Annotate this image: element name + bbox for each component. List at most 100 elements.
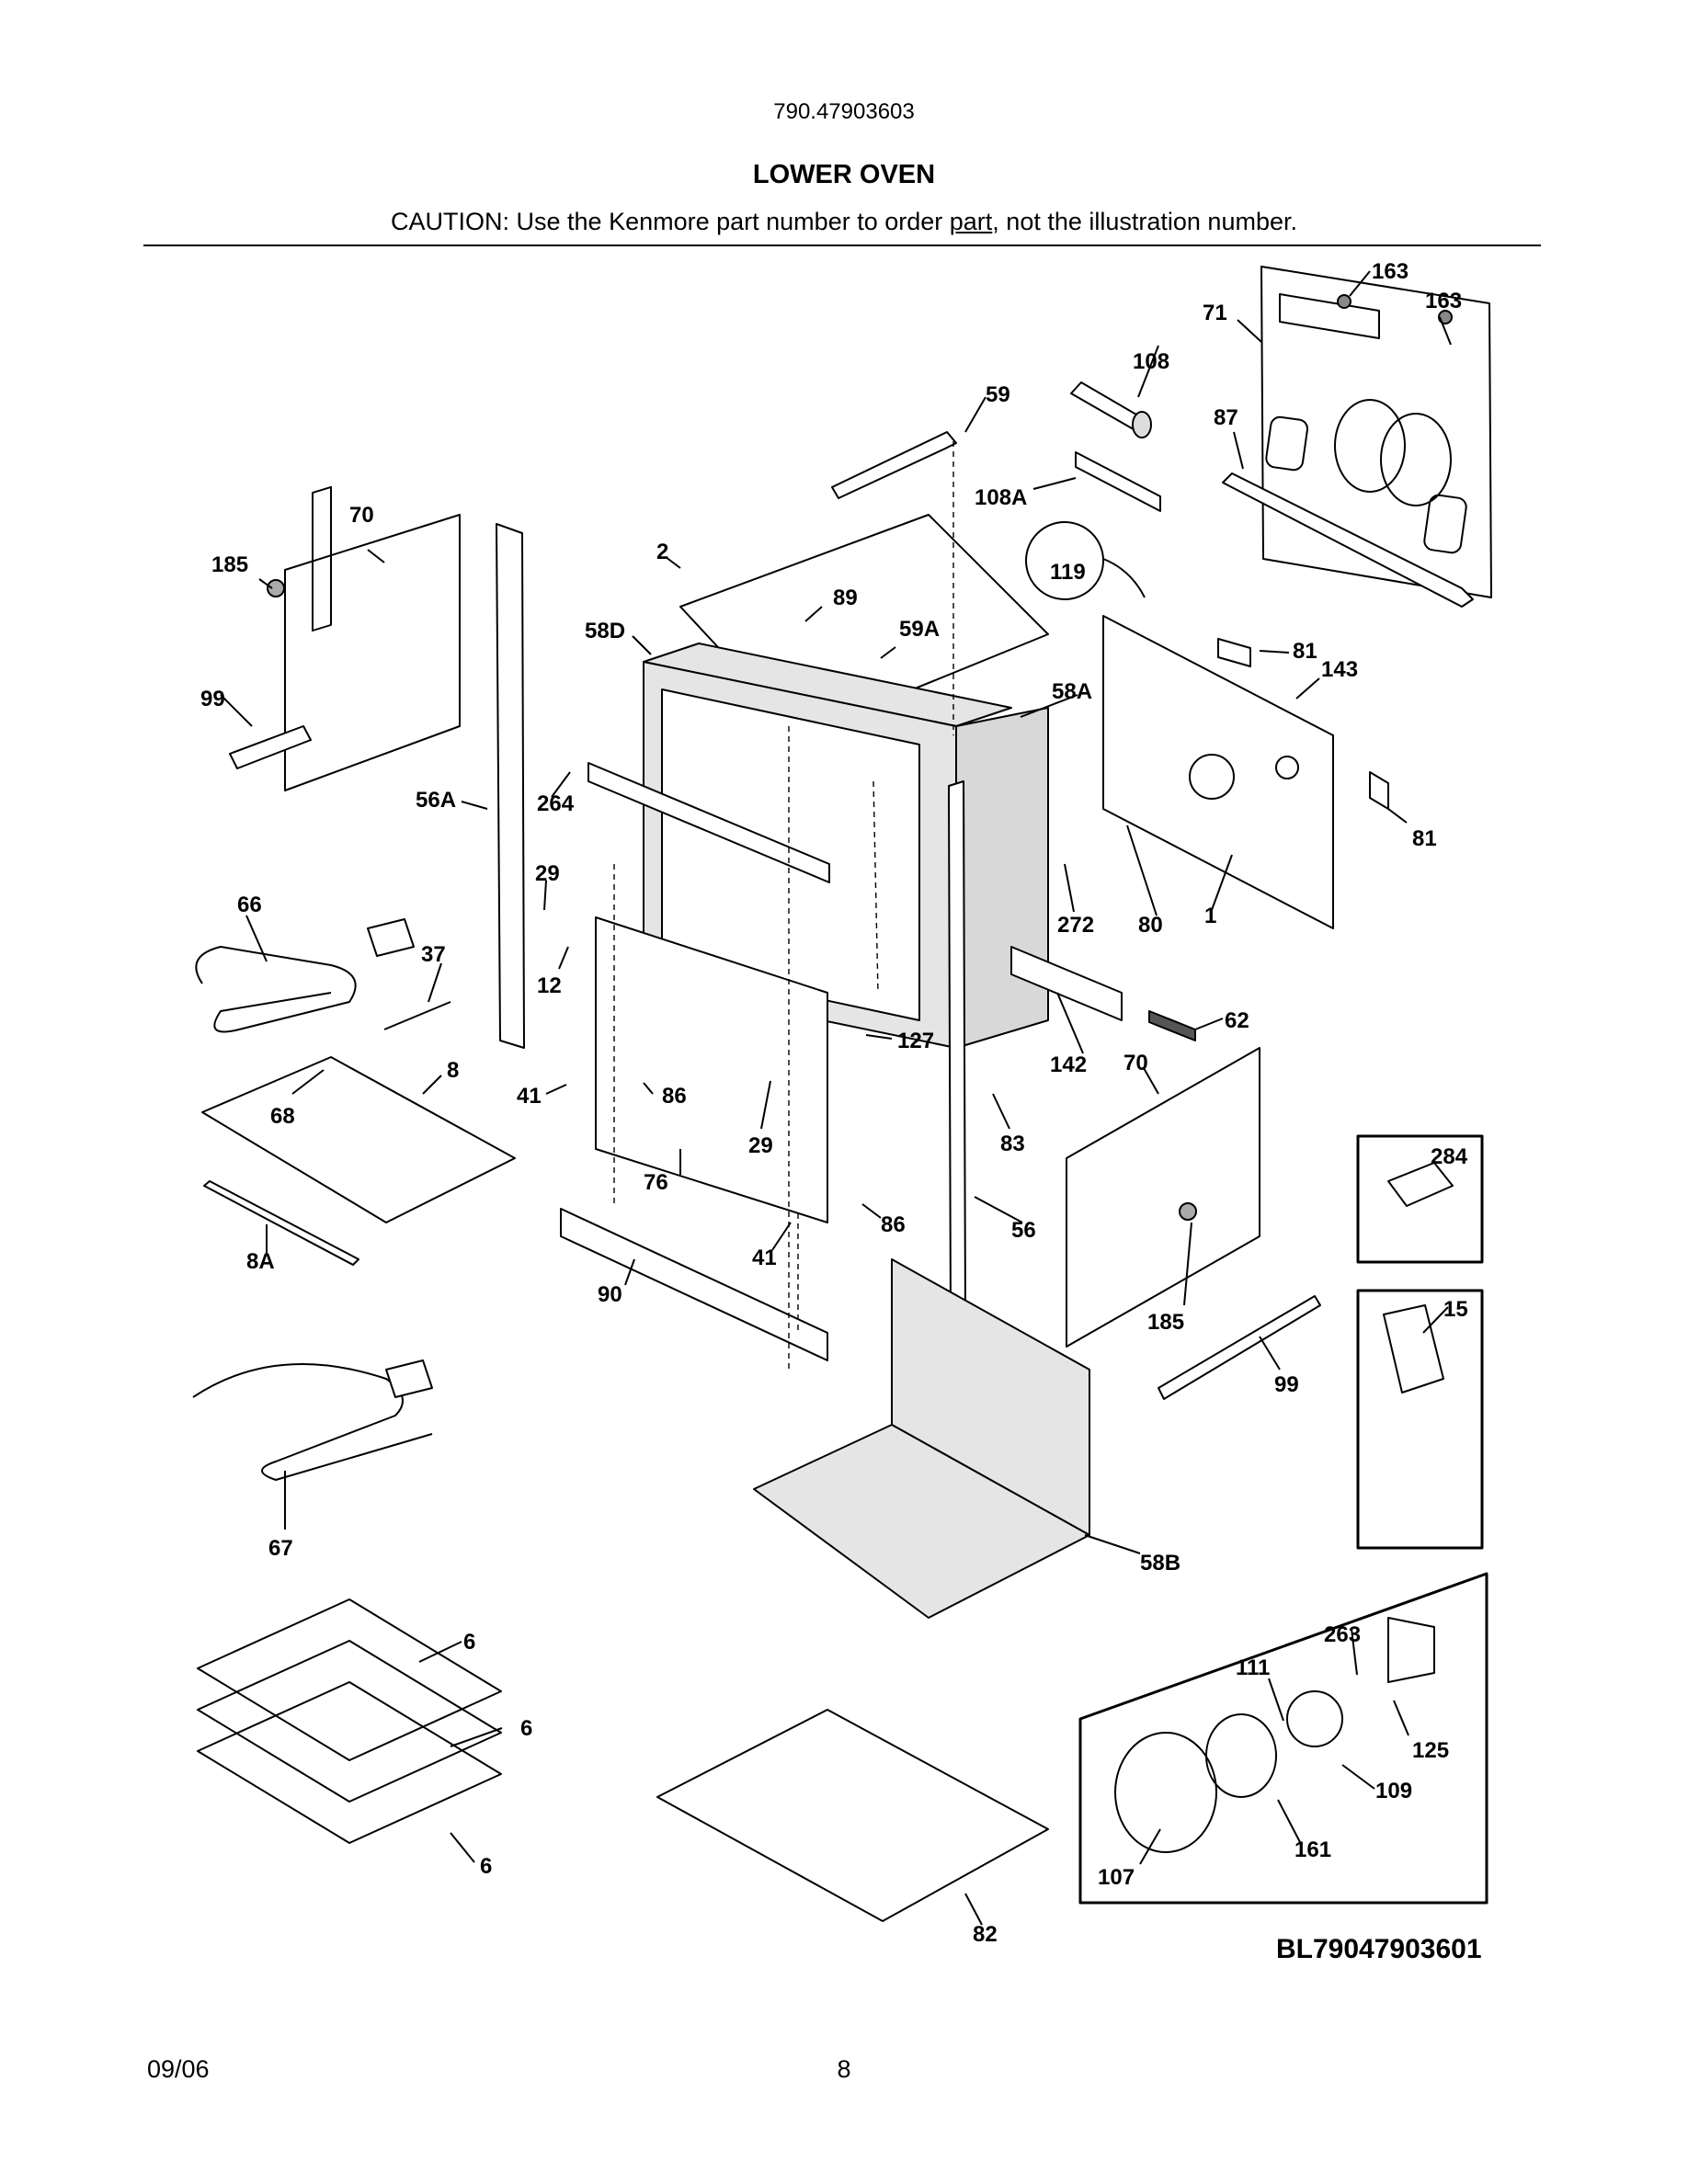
page-title: LOWER OVEN xyxy=(752,160,936,189)
label-111: 111 xyxy=(1236,1655,1270,1680)
label-161: 161 xyxy=(1295,1837,1331,1862)
strip-142 xyxy=(1010,946,1123,1021)
bar-99a xyxy=(229,725,312,769)
label-29a: 29 xyxy=(535,861,560,886)
label-80: 80 xyxy=(1138,913,1163,938)
label-58A: 58A xyxy=(1052,679,1092,704)
label-58D: 58D xyxy=(585,619,625,643)
label-142: 142 xyxy=(1050,1052,1087,1077)
door-frame-76 xyxy=(595,916,828,1223)
label-41a: 41 xyxy=(517,1084,542,1109)
label-143: 143 xyxy=(1321,657,1358,682)
label-284: 284 xyxy=(1431,1144,1468,1169)
trim-90 xyxy=(560,1208,828,1361)
label-81a: 81 xyxy=(1293,639,1317,664)
label-1: 1 xyxy=(1204,904,1216,928)
strip-56A xyxy=(496,523,525,1049)
label-107: 107 xyxy=(1098,1865,1135,1890)
label-6a: 6 xyxy=(463,1630,475,1655)
caution-suffix: , not the illustration number. xyxy=(992,208,1297,235)
label-59: 59 xyxy=(986,382,1010,407)
label-70a: 70 xyxy=(349,503,374,528)
bottom-58B xyxy=(753,1258,1090,1619)
label-108: 108 xyxy=(1133,349,1169,374)
callout-119 xyxy=(1025,521,1104,600)
label-163b: 163 xyxy=(1425,289,1462,313)
label-125: 125 xyxy=(1412,1738,1449,1763)
broil-element-66 xyxy=(195,918,415,1033)
label-6b: 6 xyxy=(520,1716,532,1741)
label-108A: 108A xyxy=(975,485,1027,510)
revision-date: 09/06 xyxy=(147,2055,210,2083)
header-rule xyxy=(143,245,1541,246)
label-86a: 86 xyxy=(662,1084,687,1109)
label-41b: 41 xyxy=(752,1246,777,1270)
label-99b: 99 xyxy=(1274,1372,1299,1397)
label-185a: 185 xyxy=(211,552,248,577)
caution-link[interactable]: part xyxy=(949,208,993,235)
label-89: 89 xyxy=(833,586,858,610)
callout-box-fan xyxy=(1078,1572,1488,1905)
terminal-62 xyxy=(1148,1010,1196,1041)
label-70b: 70 xyxy=(1123,1051,1148,1075)
clip-81b xyxy=(1369,771,1389,810)
label-264: 264 xyxy=(537,791,575,816)
page-number: 8 xyxy=(837,2055,851,2083)
trim-264 xyxy=(587,762,830,883)
label-56: 56 xyxy=(1011,1218,1036,1243)
part-labels: 163 163 71 108 59 87 108A 119 70 185 2 8… xyxy=(200,259,1468,1947)
label-66: 66 xyxy=(237,893,262,917)
side-panel-1 xyxy=(1102,615,1334,929)
tray-82 xyxy=(656,1709,1049,1922)
side-panel-70a xyxy=(284,485,461,791)
label-99a: 99 xyxy=(200,687,225,711)
label-59A: 59A xyxy=(899,617,940,642)
strip-8A xyxy=(203,1180,359,1266)
label-62: 62 xyxy=(1225,1008,1249,1033)
label-6c: 6 xyxy=(480,1854,492,1879)
label-37: 37 xyxy=(421,942,446,967)
clip-81a xyxy=(1217,638,1251,667)
bake-element-67 xyxy=(192,1359,433,1481)
label-109: 109 xyxy=(1375,1779,1412,1803)
callout-box-15 xyxy=(1356,1289,1484,1550)
caution-note: CAUTION: Use the Kenmore part number to … xyxy=(0,208,1688,236)
broil-pan-8 xyxy=(201,1056,516,1223)
label-15: 15 xyxy=(1443,1297,1468,1322)
strip-87 xyxy=(1222,472,1474,608)
label-68: 68 xyxy=(270,1104,295,1129)
diagram-id: BL79047903601 xyxy=(1276,1934,1482,1964)
label-56A: 56A xyxy=(416,788,456,813)
tube-59 xyxy=(831,431,957,499)
callout-box-284 xyxy=(1356,1134,1484,1264)
model-number: 790.47903603 xyxy=(773,99,915,124)
label-8: 8 xyxy=(447,1058,459,1083)
label-272: 272 xyxy=(1057,913,1094,938)
label-185b: 185 xyxy=(1147,1310,1184,1335)
oven-racks-6 xyxy=(197,1598,502,1844)
label-87: 87 xyxy=(1214,405,1238,430)
upright-56 xyxy=(948,780,966,1325)
label-90: 90 xyxy=(598,1282,622,1307)
label-71: 71 xyxy=(1203,301,1227,325)
blower-108 xyxy=(1070,381,1152,438)
label-8A: 8A xyxy=(246,1249,275,1274)
label-76: 76 xyxy=(644,1170,668,1195)
label-67: 67 xyxy=(268,1536,293,1561)
label-81b: 81 xyxy=(1412,826,1437,851)
label-2: 2 xyxy=(656,540,668,564)
label-83: 83 xyxy=(1000,1132,1025,1156)
bracket-108A xyxy=(1075,451,1161,512)
label-86b: 86 xyxy=(881,1212,906,1237)
label-263: 263 xyxy=(1324,1622,1361,1647)
caution-prefix: CAUTION: Use the Kenmore part number to … xyxy=(391,208,950,235)
label-127: 127 xyxy=(897,1029,934,1053)
side-panel-70b xyxy=(1066,1047,1260,1348)
label-29b: 29 xyxy=(748,1133,773,1158)
bar-99b xyxy=(1158,1295,1321,1400)
label-119: 119 xyxy=(1050,560,1086,585)
label-82: 82 xyxy=(973,1922,998,1947)
label-58B: 58B xyxy=(1140,1551,1180,1575)
probe-37 xyxy=(383,1001,451,1030)
